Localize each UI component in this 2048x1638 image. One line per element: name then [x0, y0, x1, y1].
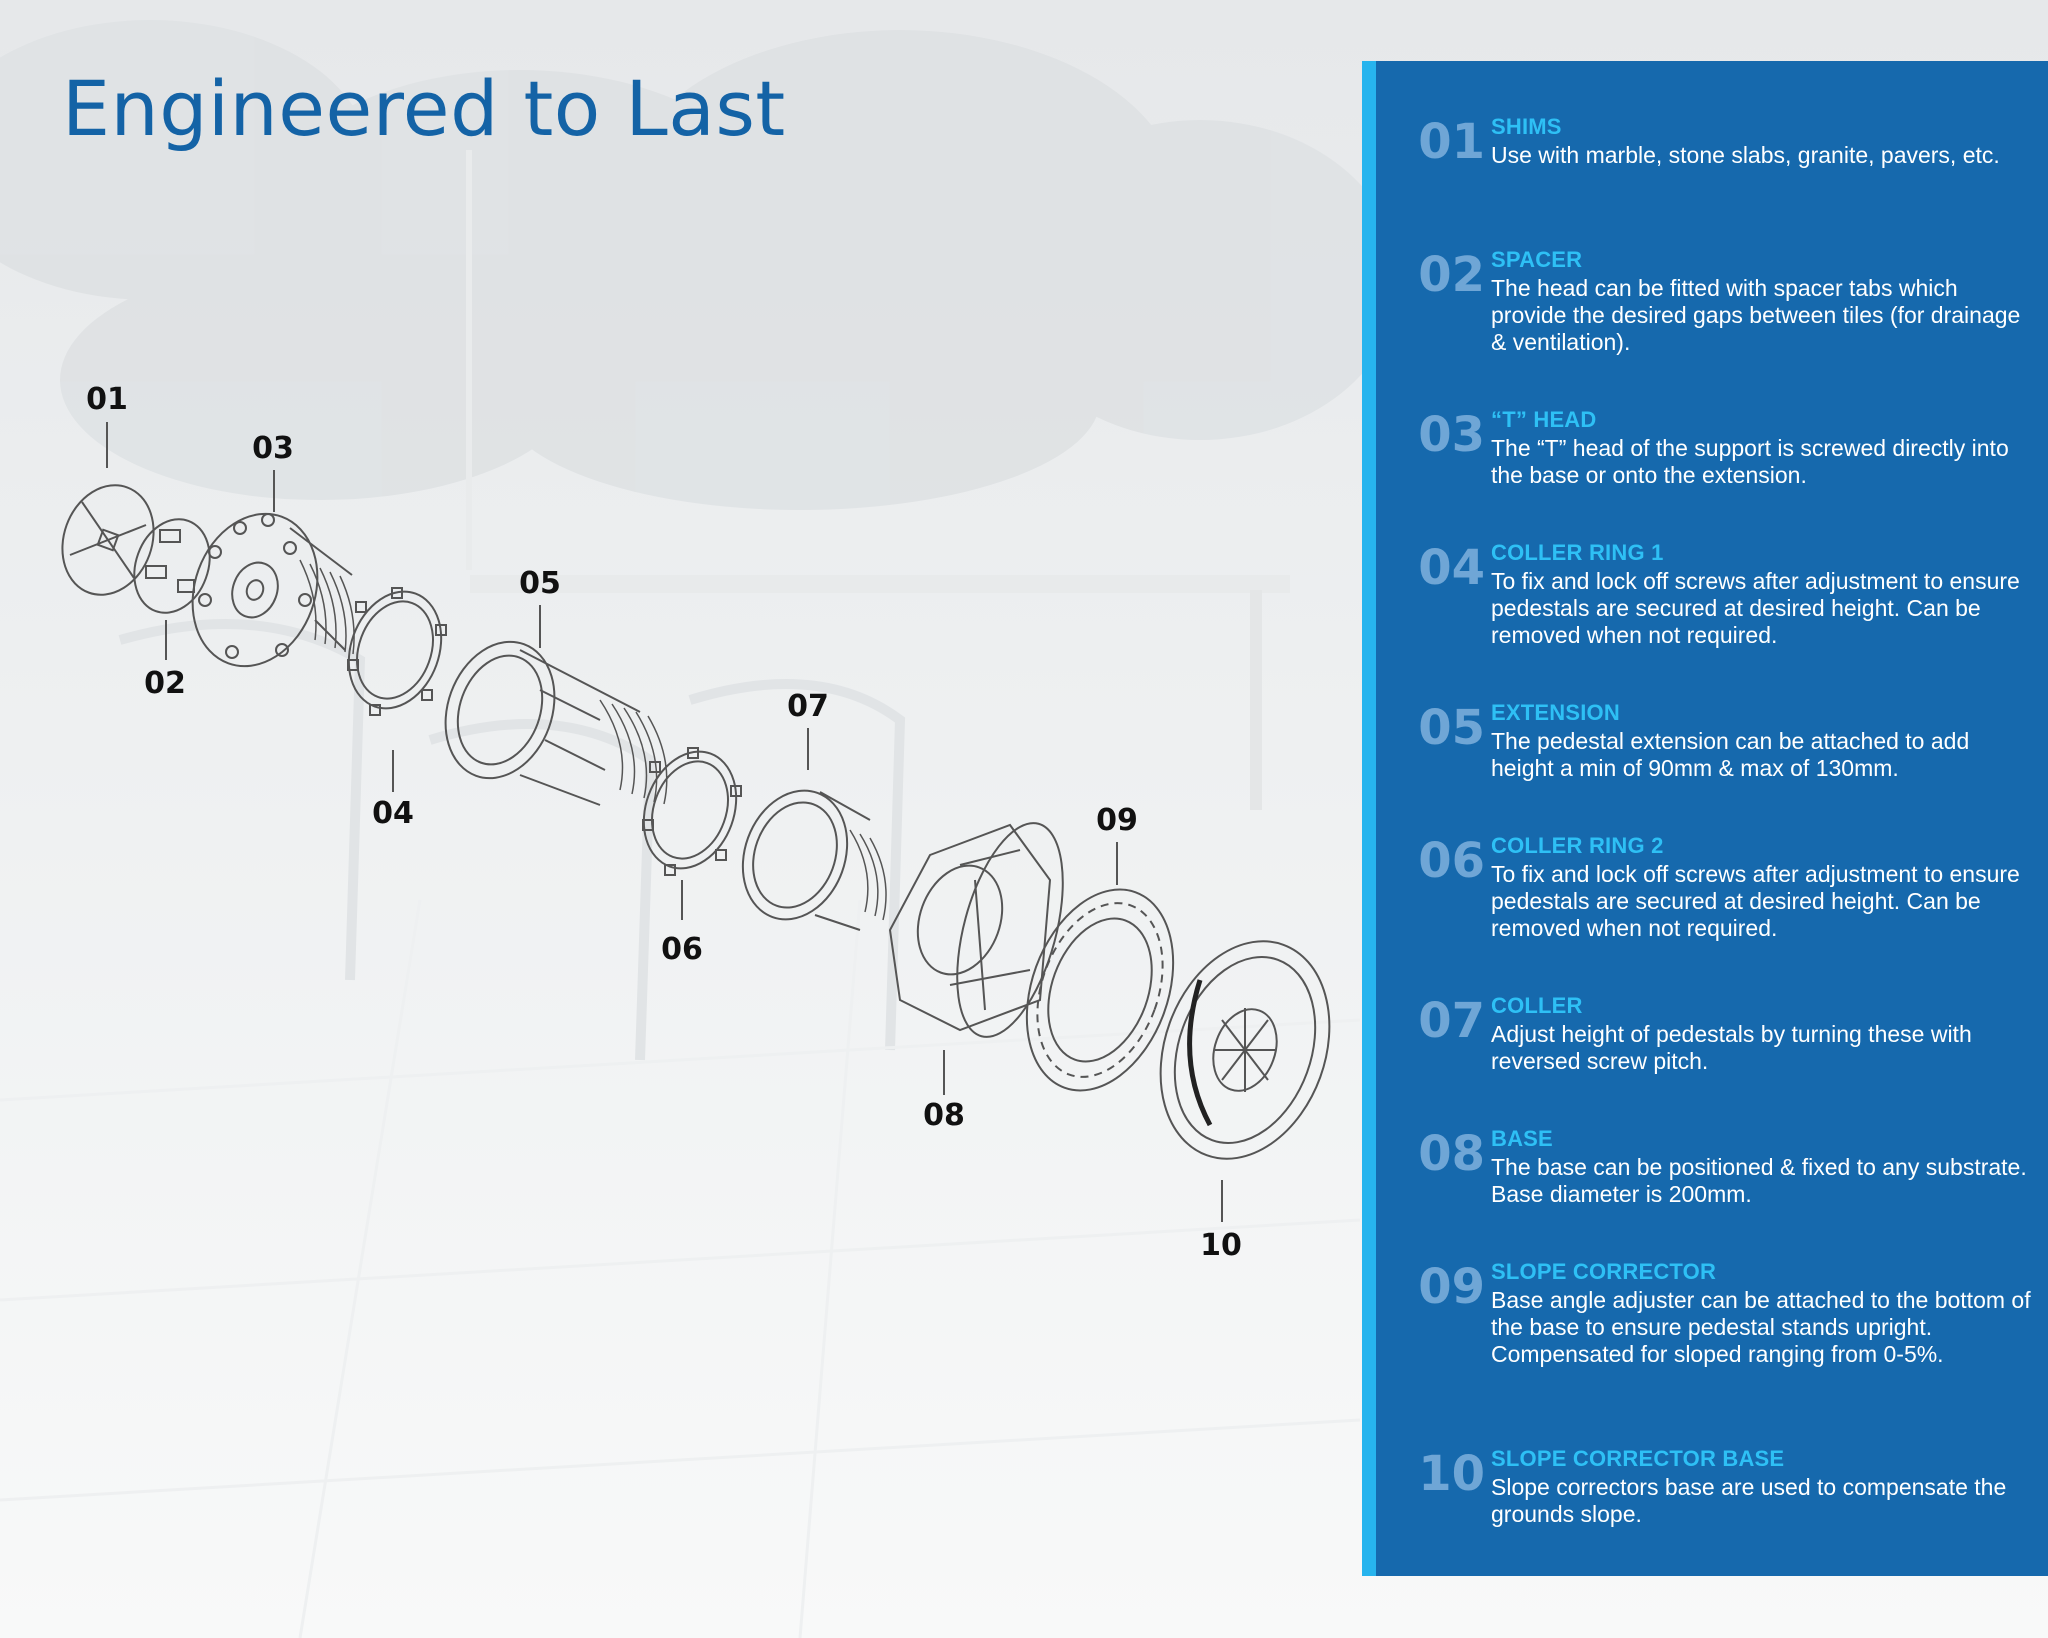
component-number: 07: [1418, 993, 1485, 1049]
component-heading: SHIMS: [1491, 114, 1562, 139]
component-heading: SLOPE CORRECTOR BASE: [1491, 1446, 1785, 1471]
callout-04: 04: [372, 796, 414, 831]
component-number: 04: [1418, 540, 1485, 596]
callout-02: 02: [144, 666, 186, 701]
component-heading: EXTENSION: [1491, 700, 1620, 725]
component-number: 10: [1418, 1446, 1485, 1502]
callout-01: 01: [86, 382, 128, 417]
coller-ring-1-part: [347, 587, 447, 716]
component-heading: COLLER RING 2: [1491, 833, 1664, 858]
component-number: 02: [1418, 247, 1485, 303]
component-heading: COLLER RING 1: [1491, 540, 1664, 565]
component-heading: COLLER: [1491, 993, 1583, 1018]
component-description: Base angle adjuster can be attached to t…: [1491, 1287, 2031, 1367]
component-number: 08: [1418, 1126, 1485, 1182]
component-number: 03: [1418, 407, 1485, 463]
slope-corrector-part: [1025, 888, 1175, 1092]
component-description: Use with marble, stone slabs, granite, p…: [1491, 142, 2000, 168]
component-heading: “T” HEAD: [1491, 407, 1597, 432]
component-description: The base can be positioned & fixed to an…: [1491, 1154, 2027, 1207]
component-number: 05: [1418, 700, 1485, 756]
callout-10: 10: [1200, 1228, 1242, 1263]
page-title: Engineered to Last: [62, 64, 786, 153]
exploded-pedestal-diagram: [61, 422, 1331, 1222]
callout-05: 05: [519, 566, 561, 601]
components-panel: [1362, 61, 2048, 1576]
spacer-part: [133, 518, 211, 614]
component-description: To fix and lock off screws after adjustm…: [1491, 861, 2020, 941]
component-number: 06: [1418, 833, 1485, 889]
callout-09: 09: [1096, 803, 1138, 838]
base-part: [888, 822, 1064, 1038]
callout-08: 08: [923, 1098, 965, 1133]
component-heading: SLOPE CORRECTOR: [1491, 1259, 1717, 1284]
callout-07: 07: [787, 689, 829, 724]
slope-corrector-base-part: [1159, 940, 1331, 1160]
coller-ring-2-part: [642, 747, 742, 876]
component-description: The “T” head of the support is screwed d…: [1491, 435, 2009, 488]
component-description: Adjust height of pedestals by turning th…: [1491, 1021, 1972, 1074]
extension-part: [444, 640, 668, 806]
component-number: 01: [1418, 114, 1485, 170]
component-heading: BASE: [1491, 1126, 1553, 1151]
component-heading: SPACER: [1491, 247, 1583, 272]
component-description: Slope correctors base are used to compen…: [1491, 1474, 2007, 1527]
coller-part: [741, 789, 887, 931]
t-head-part: [191, 512, 355, 668]
panel-accent-bar: [1362, 61, 1376, 1576]
shims-part: [61, 484, 155, 596]
callout-06: 06: [661, 932, 703, 967]
component-description: To fix and lock off screws after adjustm…: [1491, 568, 2020, 648]
component-description: The pedestal extension can be attached t…: [1491, 728, 1970, 781]
callout-03: 03: [252, 431, 294, 466]
component-number: 09: [1418, 1259, 1485, 1315]
component-description: The head can be fitted with spacer tabs …: [1491, 275, 2021, 355]
